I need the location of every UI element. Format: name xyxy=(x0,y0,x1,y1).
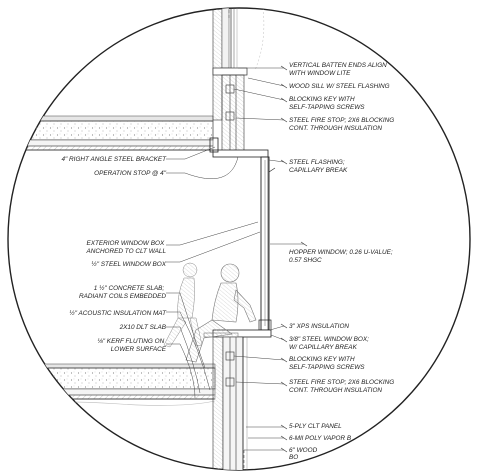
leaning-person-figure xyxy=(163,262,203,348)
label-exterior-window-box: EXTERIOR WINDOW BOX ANCHORED TO CLT WALL xyxy=(85,240,166,255)
leader-tick-marks xyxy=(280,65,308,453)
upper-floor-slab xyxy=(8,115,214,151)
label-operation-stop: OPERATION STOP @ 4" xyxy=(94,170,167,177)
annotation-labels: VERTICAL BATTEN ENDS ALIGN WITH WINDOW L… xyxy=(61,62,396,461)
leader-lines xyxy=(166,8,304,470)
label-steel-flashing: STEEL FLASHING; CAPILLARY BREAK xyxy=(289,159,348,174)
label-vapor-barrier: 6-MIl POLY VAPOR B xyxy=(289,435,352,442)
label-right-angle-bracket: 4" RIGHT ANGLE STEEL BRACKET xyxy=(61,156,167,163)
hopper-window xyxy=(258,156,276,331)
seated-person-figure xyxy=(185,263,257,363)
lower-floor-slab xyxy=(8,363,216,406)
label-hopper-window: HOPPER WINDOW; 0.26 U-VALUE; 0.57 SHGC xyxy=(289,249,394,264)
label-wood-bottom: 6" WOOD BO xyxy=(289,447,319,461)
label-fire-stop-bottom: STEEL FIRE STOP; 2X6 BLOCKING CONT. THRO… xyxy=(289,379,396,394)
label-vertical-batten: VERTICAL BATTEN ENDS ALIGN WITH WINDOW L… xyxy=(289,62,389,77)
label-concrete-slab: 1 ½" CONCRETE SLAB; RADIANT COILS EMBEDD… xyxy=(79,284,166,300)
label-fire-stop-top: STEEL FIRE STOP; 2X6 BLOCKING CONT. THRO… xyxy=(289,117,396,132)
label-wood-sill: WOOD SILL W/ STEEL FLASHING xyxy=(289,83,390,90)
label-dlt-slab: 2X10 DLT SLAB xyxy=(119,324,167,331)
label-blocking-key-bottom: BLOCKING KEY WITH SELF-TAPPING SCREWS xyxy=(289,356,365,371)
label-xps-insulation: 3" XPS INSULATION xyxy=(289,323,349,330)
label-steel-window-box-3-8: 3/8" STEEL WINDOW BOX; W/ CAPILLARY BREA… xyxy=(289,336,371,351)
wall-assembly-upper xyxy=(209,8,269,158)
label-blocking-key-top: BLOCKING KEY WITH SELF-TAPPING SCREWS xyxy=(289,96,365,111)
label-acoustic-mat: ½" ACOUSTIC INSULATION MAT xyxy=(69,309,167,317)
label-steel-window-box-half: ½" STEEL WINDOW BOX xyxy=(91,260,166,268)
wall-assembly-lower xyxy=(212,329,272,470)
label-clt-panel: 5-PLY CLT PANEL xyxy=(289,423,342,430)
label-kerf-fluting: ⅛" KERF FLUTING ON LOWER SURFACE xyxy=(97,338,166,353)
